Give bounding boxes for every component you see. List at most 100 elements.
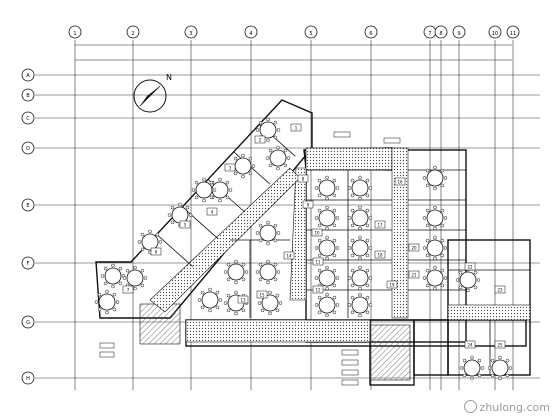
chair <box>358 205 362 210</box>
chair <box>276 231 281 235</box>
chair <box>111 263 115 268</box>
chair <box>459 366 464 370</box>
chair <box>112 307 117 312</box>
chair <box>234 259 238 264</box>
axis-label-top: 7 <box>428 31 431 37</box>
axis-label-top: 2 <box>131 31 134 37</box>
chair <box>508 366 513 370</box>
chair <box>202 198 206 203</box>
room-tag-number: 10 <box>314 231 320 236</box>
chair <box>248 156 253 161</box>
room-tag-number: 1 <box>295 126 298 131</box>
chair <box>226 308 231 313</box>
chair <box>505 373 510 378</box>
chair <box>325 313 329 318</box>
chair <box>218 298 223 302</box>
chair <box>350 193 355 198</box>
room-tag-box <box>256 290 268 299</box>
chair <box>273 238 278 243</box>
chair <box>258 262 263 267</box>
table-top <box>171 206 189 224</box>
chair <box>133 286 137 291</box>
chair <box>194 195 199 200</box>
round-table <box>191 177 217 203</box>
table-top <box>269 149 287 167</box>
chair <box>350 268 355 273</box>
room-tag-number: 8 <box>302 177 305 182</box>
chair <box>350 295 355 300</box>
table-top <box>318 209 336 227</box>
chair <box>208 287 212 292</box>
chair <box>332 208 337 213</box>
room-tag-number: 15 <box>259 293 265 298</box>
table-top <box>318 296 336 314</box>
chair <box>218 177 222 182</box>
chair <box>443 246 448 250</box>
chair <box>347 216 352 220</box>
chair <box>94 300 99 304</box>
room-tag: 16 <box>394 177 406 186</box>
chair <box>440 223 445 228</box>
chair <box>443 216 448 220</box>
chair <box>358 196 362 201</box>
axis-bubble-top <box>184 25 198 39</box>
table-top <box>104 267 122 285</box>
chair <box>368 186 373 190</box>
chair <box>266 138 270 143</box>
chair <box>335 276 340 280</box>
axis-bubble-top <box>304 25 318 39</box>
dining-tables <box>94 117 513 381</box>
chair <box>194 180 199 185</box>
round-table <box>422 205 448 231</box>
axis-bubble-left <box>21 256 35 270</box>
chair <box>112 292 117 297</box>
chair <box>347 246 352 250</box>
chair <box>170 220 175 225</box>
chair <box>473 270 478 275</box>
round-table <box>230 153 256 179</box>
partition-wall <box>233 151 270 185</box>
chair <box>332 268 337 273</box>
chair <box>118 266 123 271</box>
chair <box>314 303 319 307</box>
chair <box>140 283 145 288</box>
table-top <box>318 269 336 287</box>
chair <box>317 223 322 228</box>
room-tag-number: 7 <box>127 288 130 293</box>
room-tag-number: 12 <box>315 288 321 293</box>
annotation-leaders <box>99 131 401 386</box>
room-tag-box <box>150 247 162 256</box>
chair <box>234 311 238 316</box>
axis-bubble-top <box>434 25 448 39</box>
round-table <box>459 355 485 381</box>
chair <box>140 232 145 237</box>
chair <box>225 180 230 185</box>
chair <box>241 277 246 282</box>
room-tag-box <box>297 174 309 183</box>
round-table <box>255 117 281 143</box>
round-table <box>422 265 448 291</box>
chair <box>425 208 430 213</box>
chair <box>314 216 319 220</box>
chair <box>358 265 362 270</box>
chair <box>433 186 437 191</box>
chair <box>350 238 355 243</box>
chair <box>440 238 445 243</box>
chair <box>234 280 238 285</box>
chair <box>335 246 340 250</box>
chair <box>365 223 370 228</box>
chair <box>425 223 430 228</box>
room-tag: 25 <box>494 340 506 349</box>
chair <box>283 148 288 153</box>
chair <box>248 171 253 176</box>
chair <box>167 213 172 217</box>
chair <box>276 270 281 274</box>
room-tag: 8 <box>297 174 309 183</box>
chair <box>200 305 205 310</box>
axis-label-top: 6 <box>369 31 372 37</box>
table-top <box>259 121 277 139</box>
room-tag: 2 <box>254 135 266 144</box>
room-tag: 19 <box>386 280 398 289</box>
